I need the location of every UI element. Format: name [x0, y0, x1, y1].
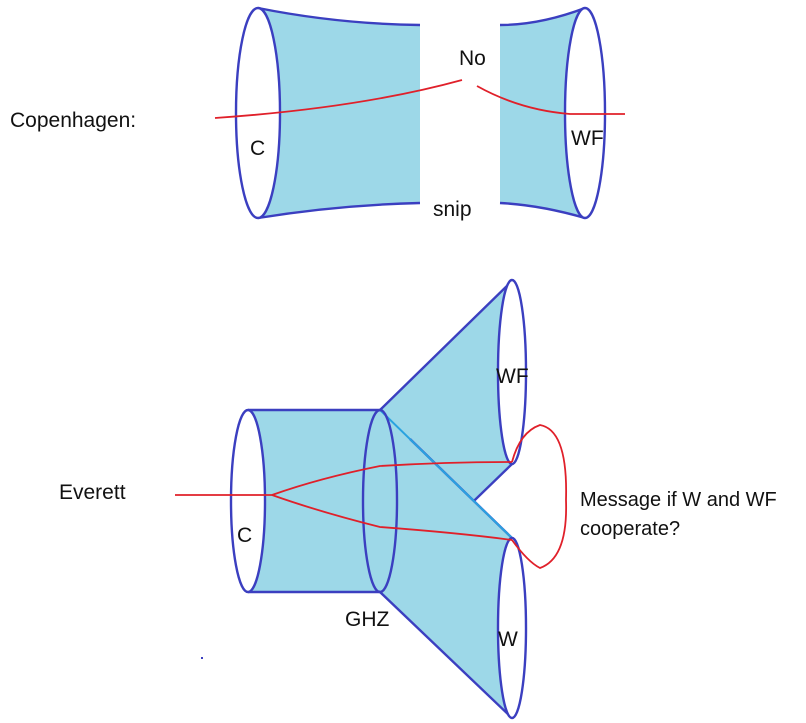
copenhagen-gap-bottom-label: snip: [433, 198, 472, 221]
everett-upper-branch-label: WF: [496, 365, 529, 388]
everett-question-line2: cooperate?: [580, 518, 680, 540]
copenhagen-title: Copenhagen:: [10, 109, 136, 132]
stray-mark: [201, 657, 203, 659]
everett-ghz-ring: [361, 408, 399, 594]
everett-left-end-ring: [229, 408, 267, 594]
everett-title: Everett: [59, 481, 126, 504]
copenhagen-diagram: Copenhagen: C WF No snip: [10, 6, 625, 221]
everett-question-line1: Message if W and WF: [580, 489, 777, 511]
everett-left-end-label: C: [237, 524, 252, 547]
everett-ghz-label: GHZ: [345, 608, 390, 631]
copenhagen-worldline-right: [476, 85, 625, 115]
everett-lower-cone-edge-bottom: [379, 591, 513, 719]
copenhagen-left-tube-top-edge: [257, 6, 421, 27]
everett-upper-end-ring: [496, 278, 528, 466]
copenhagen-left-tube: [258, 8, 420, 218]
everett-upper-cone-edge-top: [379, 280, 513, 411]
everett-message-loop: [511, 424, 567, 569]
copenhagen-right-tube-bottom-edge: [499, 201, 586, 220]
copenhagen-right-tube-top-edge: [499, 6, 586, 27]
copenhagen-left-end-label: C: [250, 137, 265, 160]
everett-worldline-lower-branch: [271, 494, 513, 541]
everett-lower-cone: [380, 410, 512, 718]
everett-worldline-upper-branch: [271, 461, 513, 496]
everett-diagram: Everett C GHZ WF W Message if W and WF c…: [59, 278, 777, 720]
copenhagen-right-tube: [500, 8, 585, 218]
copenhagen-left-tube-bottom-edge: [257, 201, 421, 220]
everett-lower-branch-label: W: [498, 628, 518, 651]
everett-lower-end-ring: [496, 536, 528, 720]
everett-diagonal-line: [379, 409, 513, 539]
copenhagen-right-end-ring: [563, 6, 607, 220]
copenhagen-gap-top-label: No: [459, 47, 486, 70]
copenhagen-worldline-left: [214, 79, 463, 119]
everett-cylinder: [248, 410, 380, 592]
copenhagen-right-end-label: WF: [571, 127, 604, 150]
